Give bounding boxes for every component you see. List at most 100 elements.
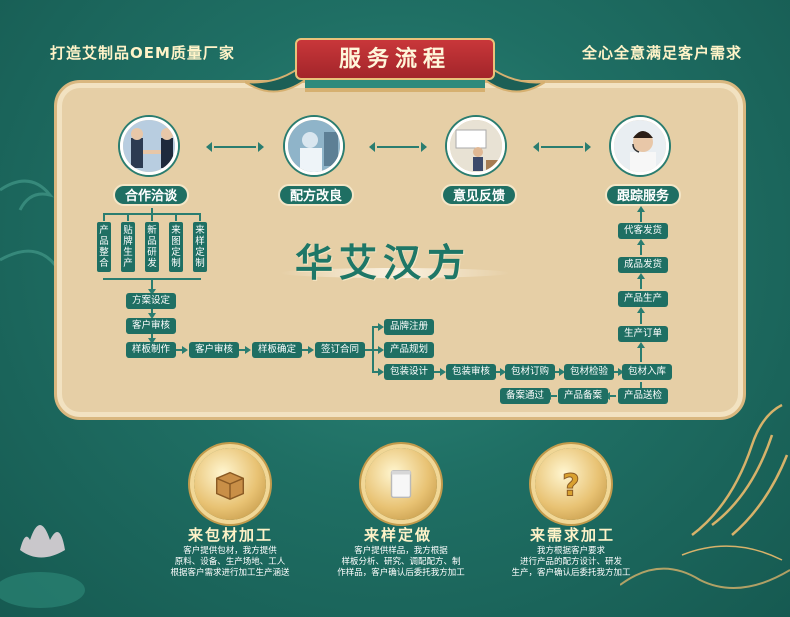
wave-decoration-icon [620, 567, 790, 589]
service-title-sample: 来样定做 [364, 526, 433, 544]
left-slogan: 打造艾制品OEM质量厂家 [50, 44, 235, 62]
connector-line [549, 395, 557, 397]
arrowhead [618, 368, 624, 376]
connector-line [127, 213, 129, 221]
connector-line [640, 241, 642, 255]
connector-line [434, 371, 442, 373]
step-production: 产品生产 [618, 291, 669, 307]
connector-line [302, 349, 310, 351]
step-client-review: 客户审核 [126, 318, 177, 334]
connector-line [151, 208, 153, 214]
step-brand-registration: 品牌注册 [384, 319, 435, 335]
step-sample-confirm: 样板确定 [252, 342, 303, 358]
step-sign-contract: 签订合同 [315, 342, 366, 358]
connector-line [372, 371, 380, 373]
box-icon [215, 471, 245, 500]
service-desc-demand: 我方根据客户要求 进行产品的配方设计、研发 生产，客户确认后委托我方加工 [511, 546, 631, 578]
connector-line [496, 371, 502, 373]
stage-arrow [533, 142, 591, 152]
right-slogan: 全心全意满足客户需求 [581, 44, 742, 62]
lotus-decoration-icon [0, 525, 85, 608]
step-sample-making: 样板制作 [126, 342, 177, 358]
step-packaging-design: 包装设计 [384, 364, 435, 380]
service-option: 产品整合 [97, 222, 111, 272]
connector-line [175, 213, 177, 221]
connector-line [640, 275, 642, 289]
medal-badge [365, 448, 437, 520]
service-option: 来图定制 [169, 222, 183, 272]
banner-title: 服务流程 [295, 38, 495, 80]
connector-line [608, 395, 616, 397]
step-finished-shipping: 成品发货 [618, 257, 669, 273]
arrowhead [148, 338, 156, 344]
package-bag-icon [390, 469, 412, 499]
connector-line [640, 309, 642, 324]
arrowhead [245, 346, 251, 354]
arrowhead [378, 368, 384, 376]
arrowhead [559, 368, 565, 376]
stage-label-formula: 配方改良 [278, 184, 355, 206]
connector-line [151, 278, 153, 290]
connector-line [372, 349, 380, 351]
customer-service-photo [611, 117, 669, 175]
arrowhead [500, 368, 506, 376]
connector-line [151, 334, 153, 340]
step-packaging-review: 包装审核 [446, 364, 497, 380]
stage-label-feedback: 意见反馈 [441, 184, 518, 206]
handshake-meeting-photo [120, 117, 178, 175]
laboratory-photo [285, 117, 343, 175]
service-desc-sample: 客户提供样品，我方根据 样板分析、研究、调配配方、制 作样品，客户确认后委托我方… [337, 546, 465, 578]
step-material-storage: 包材入库 [622, 364, 673, 380]
office-team-photo [447, 117, 505, 175]
connector-line [640, 382, 642, 388]
arrowhead [148, 289, 156, 295]
step-filing-approved: 备案通过 [500, 388, 551, 404]
service-title-packaging: 来包材加工 [188, 526, 274, 544]
connector-line [103, 213, 105, 221]
svg-text:?: ? [562, 468, 580, 503]
brand-swoosh [280, 268, 510, 278]
service-desc-packaging: 客户提供包材，我方提供 原料、设备、生产场地、工人 根据客户需求进行加工生产涵送 [170, 546, 290, 578]
arrowhead [440, 368, 446, 376]
connector-line [199, 213, 201, 221]
arrowhead [378, 323, 384, 331]
step-product-filing: 产品备案 [558, 388, 609, 404]
arrowhead [308, 346, 314, 354]
step-product-inspection: 产品送检 [618, 388, 669, 404]
connector-line [614, 371, 620, 373]
step-product-planning: 产品规划 [384, 342, 435, 358]
service-option: 贴牌生产 [121, 222, 135, 272]
step-material-order: 包材订购 [505, 364, 556, 380]
arrowhead [148, 313, 156, 319]
step-client-review-2: 客户审核 [189, 342, 240, 358]
connector-line [239, 349, 247, 351]
stage-arrow [369, 142, 427, 152]
arrowhead [637, 239, 645, 245]
connector-line [372, 326, 380, 328]
phoenix-decoration-icon [681, 403, 789, 561]
connector-line [640, 208, 642, 222]
arrowhead [637, 206, 645, 212]
arrowhead [637, 273, 645, 279]
stage-label-cooperation: 合作洽谈 [113, 184, 190, 206]
connector-line [640, 344, 642, 362]
step-production-order: 生产订单 [618, 326, 669, 342]
service-option: 新品研发 [145, 222, 159, 272]
service-option: 来样定制 [193, 222, 207, 272]
cloud-decoration-icon [0, 179, 57, 266]
brand-name: 华艾汉方 [295, 240, 472, 285]
step-material-inspection: 包材检验 [564, 364, 615, 380]
arrowhead [182, 346, 188, 354]
connector-line [365, 349, 373, 351]
arrowhead [637, 307, 645, 313]
step-plan-setting: 方案设定 [126, 293, 177, 309]
connector-line [176, 349, 184, 351]
step-proxy-shipping: 代客发货 [618, 223, 669, 239]
service-title-demand: 来需求加工 [530, 526, 616, 544]
connector-line [151, 213, 153, 221]
question-mark-icon: ? [562, 468, 581, 503]
connector-line [555, 371, 561, 373]
arrowhead [637, 342, 645, 348]
stage-arrow [206, 142, 264, 152]
